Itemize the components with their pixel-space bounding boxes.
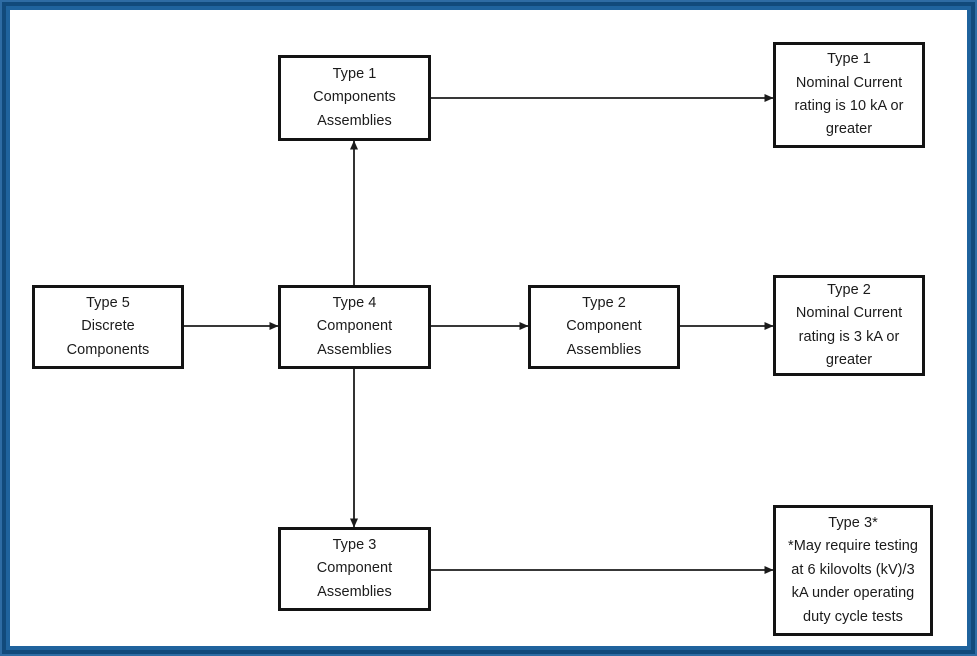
- node-text-line: greater: [825, 121, 873, 138]
- node-text-line: rating is 3 kA or: [798, 328, 900, 345]
- node-text-line: Type 2: [827, 281, 871, 298]
- node-text-line: Type 3: [332, 536, 377, 553]
- type-3-testing-note: Type 3* *May require testing at 6 kilovolt…: [773, 505, 933, 636]
- node-text-line: Nominal Current: [795, 305, 903, 322]
- node-text-line: Type 1: [827, 51, 871, 68]
- type-1-nominal-current-rating: Type 1 Nominal Current rating is 10 kA or g…: [773, 42, 925, 148]
- node-text-line: Component: [316, 318, 393, 335]
- node-text-line: greater: [825, 351, 873, 368]
- node-text-line: Type 3*: [828, 514, 878, 531]
- node-text-line: Discrete: [81, 318, 135, 335]
- node-text-line: kA under operating: [791, 585, 915, 602]
- node-text-line: Type 5: [86, 294, 130, 311]
- node-text-line: duty cycle tests: [803, 608, 903, 625]
- node-text-line: at 6 kilovolts (kV)/3: [791, 561, 915, 578]
- node-text-line: Assemblies: [566, 341, 642, 358]
- type-2-nominal-current-rating: Type 2 Nominal Current rating is 3 kA or gr…: [773, 275, 925, 376]
- node-text-line: Type 4: [332, 294, 377, 311]
- node-text-line: Nominal Current: [795, 74, 903, 91]
- node-text-line: Assemblies: [317, 583, 392, 600]
- node-text-line: Type 1: [332, 65, 377, 82]
- node-text-line: Component: [566, 318, 642, 335]
- node-text-line: Components: [313, 89, 396, 106]
- node-text-line: rating is 10 kA or: [794, 98, 904, 114]
- node-text-line: Component: [316, 560, 393, 577]
- node-text-line: Assemblies: [317, 112, 392, 129]
- node-text-line: Type 2: [582, 294, 626, 311]
- node-text-line: Assemblies: [317, 341, 392, 358]
- node-text-line: *May require testing: [788, 538, 918, 555]
- node-text-line: Components: [66, 341, 150, 358]
